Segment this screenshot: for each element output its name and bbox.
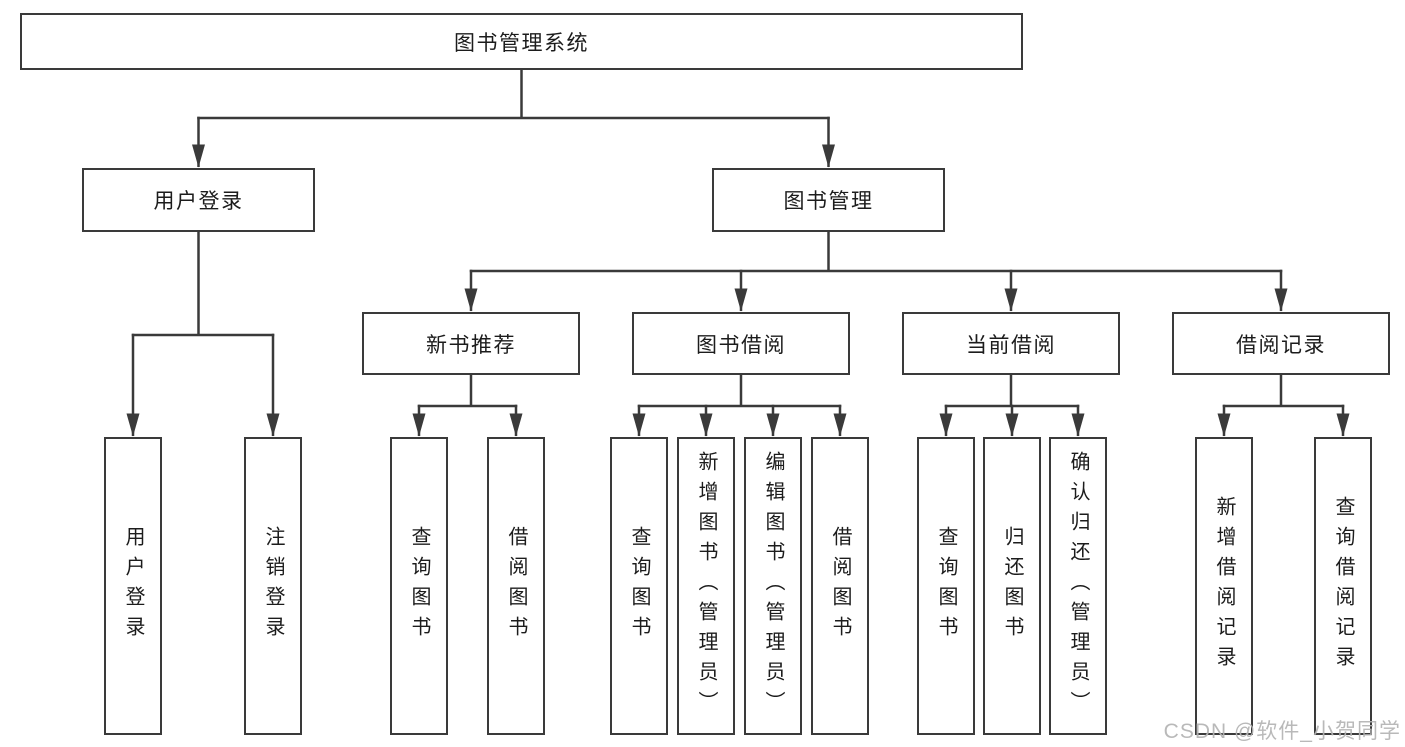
- leaf-query-book-recommend: 查询图书: [390, 437, 448, 735]
- node-new-book-recommend-label: 新书推荐: [426, 333, 516, 357]
- leaf-borrow-book-recommend: 借阅图书: [487, 437, 545, 735]
- leaf-return-book: 归还图书: [983, 437, 1041, 735]
- leaf-add-book-admin: 新增图书（管理员）: [677, 437, 735, 735]
- node-borrowing-records: 借阅记录: [1172, 312, 1390, 375]
- leaf-query-book-borrowing: 查询图书: [610, 437, 668, 735]
- node-book-borrowing-label: 图书借阅: [696, 333, 786, 357]
- csdn-watermark: CSDN @软件_小贺同学: [1163, 720, 1401, 743]
- leaf-query-borrow-record: 查询借阅记录: [1314, 437, 1372, 735]
- node-new-book-recommend: 新书推荐: [362, 312, 580, 375]
- leaf-add-borrow-record: 新增借阅记录: [1195, 437, 1253, 735]
- leaf-confirm-return-admin: 确认归还（管理员）: [1049, 437, 1107, 735]
- node-book-management-label: 图书管理: [783, 190, 874, 213]
- node-user-login-label: 用户登录: [153, 190, 244, 213]
- leaf-query-book-current: 查询图书: [917, 437, 975, 735]
- node-book-borrowing: 图书借阅: [632, 312, 850, 375]
- node-current-borrowing: 当前借阅: [902, 312, 1120, 375]
- node-root-label: 图书管理系统: [454, 31, 589, 55]
- node-current-borrowing-label: 当前借阅: [966, 333, 1056, 357]
- leaf-logout: 注销登录: [244, 437, 302, 735]
- node-user-login: 用户登录: [82, 168, 315, 232]
- node-root-library-system: 图书管理系统: [20, 13, 1023, 70]
- node-book-management: 图书管理: [712, 168, 945, 232]
- leaf-user-login: 用户登录: [104, 437, 162, 735]
- leaf-edit-book-admin: 编辑图书（管理员）: [744, 437, 802, 735]
- leaf-borrow-book: 借阅图书: [811, 437, 869, 735]
- node-borrowing-records-label: 借阅记录: [1236, 333, 1326, 357]
